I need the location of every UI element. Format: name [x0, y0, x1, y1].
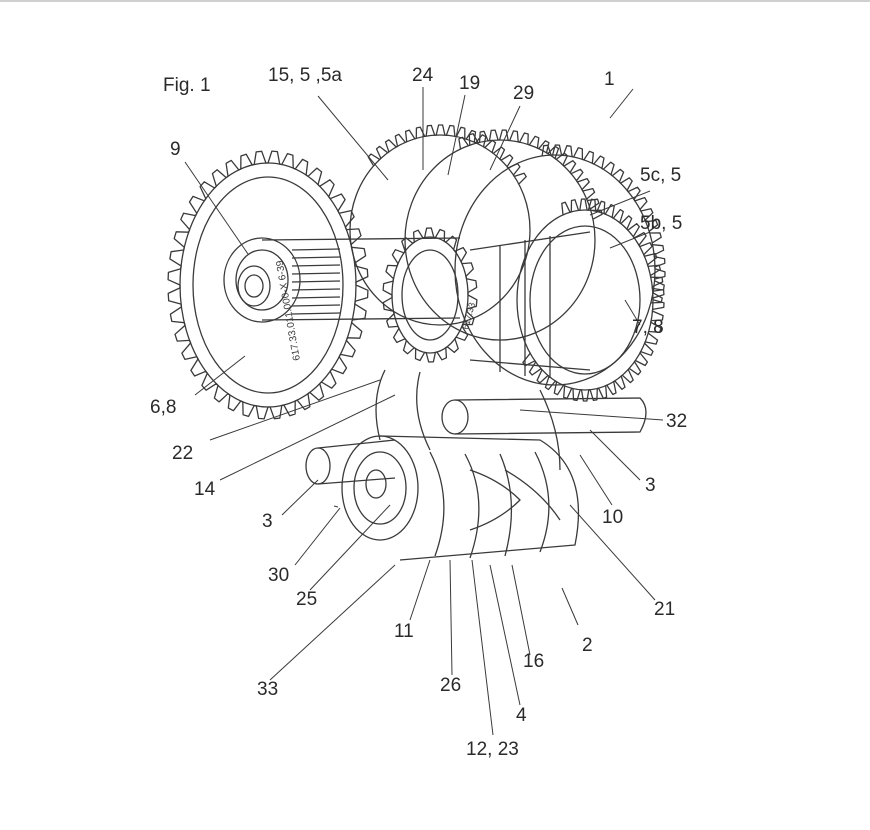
large-gear: 617.33.011.000-X 6-39 — [167, 150, 369, 420]
figure-label: Fig. 1 — [163, 75, 211, 96]
middle-gear-marking: 617.33 — [460, 301, 477, 330]
ref-25: 25 — [296, 589, 318, 610]
ref-5b-5: 5b, 5 — [640, 213, 683, 234]
ref-14: 14 — [194, 479, 216, 500]
ref-21: 21 — [654, 599, 676, 620]
shift-drum — [341, 435, 580, 561]
ref-6-8: 6,8 — [150, 397, 177, 418]
middle-gear-teeth — [382, 227, 478, 363]
ref-12-23: 12, 23 — [466, 739, 519, 760]
ref-33: 33 — [257, 679, 279, 700]
ref-5c-5: 5c, 5 — [640, 165, 682, 186]
shift-forks — [375, 369, 561, 471]
rear-gear-teeth — [367, 124, 666, 304]
ref-7-8: 7, 8 — [632, 317, 664, 338]
main-shaft — [223, 237, 461, 323]
ref-2: 2 — [582, 635, 593, 656]
right-gear-stack — [469, 198, 665, 402]
ref-26: 26 — [440, 675, 462, 696]
ref-24: 24 — [412, 65, 434, 86]
ref-11: 11 — [394, 621, 414, 642]
ref-22: 22 — [172, 443, 194, 464]
ref-19: 19 — [459, 73, 481, 94]
rear-gear-stack — [349, 124, 666, 386]
shaft-spline — [291, 248, 341, 315]
top-border — [0, 0, 870, 2]
ref-16: 16 — [523, 651, 545, 672]
ref-10: 10 — [602, 507, 624, 528]
selector-rods — [305, 397, 647, 485]
ref-15-5-5a: 15, 5 ,5a — [268, 65, 342, 86]
ref-32: 32 — [666, 411, 688, 432]
middle-gear: 617.33 — [382, 227, 478, 363]
leader-lines — [184, 87, 664, 736]
ref-3-left: 3 — [262, 511, 273, 532]
ref-3-right: 3 — [645, 475, 656, 496]
ref-1: 1 — [604, 69, 615, 90]
ref-29: 29 — [513, 83, 535, 104]
ref-30: 30 — [268, 565, 290, 586]
ref-4: 4 — [516, 705, 527, 726]
large-gear-teeth — [167, 150, 369, 420]
ref-9: 9 — [170, 139, 181, 160]
